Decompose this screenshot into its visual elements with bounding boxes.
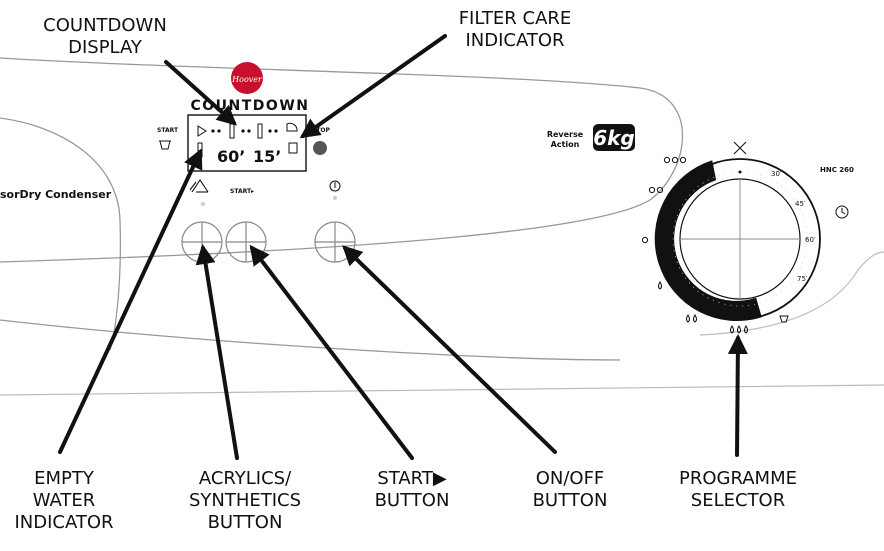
start-small-label: START — [157, 127, 179, 134]
stop-led — [313, 141, 327, 155]
dial-mark-30: 30′ — [771, 170, 782, 178]
display-time-60: 60’ — [217, 147, 245, 166]
panel-left-arc — [0, 117, 122, 351]
arrow-programme-selector — [727, 334, 748, 457]
label-countdown-display: COUNTDOWN DISPLAY — [43, 15, 167, 58]
arrow-filter-care — [299, 34, 447, 139]
panel-top-curve — [0, 57, 684, 263]
water-container-icon — [159, 140, 171, 150]
pointer-arrows — [58, 34, 748, 460]
hoover-logo: Hoover — [231, 62, 263, 94]
label-on-off-button: ON/OFF BUTTON — [532, 468, 608, 511]
power-icon — [329, 180, 341, 192]
model-code: HNC 260 — [820, 166, 854, 174]
dial-symbol-icons — [641, 141, 849, 334]
panel-bottom-line — [0, 384, 884, 396]
on-off-button-graphic — [314, 221, 356, 263]
dial-mark-75: 75′ — [797, 275, 808, 283]
acrylics-icon — [189, 179, 209, 193]
brand-text: Hoover — [231, 75, 263, 84]
programme-dial: 30′ 45′ 60′ 75′ — [654, 158, 821, 322]
label-programme-selector: PROGRAMME SELECTOR — [678, 468, 797, 511]
panel-bottom-curve — [0, 319, 621, 361]
label-acrylics-synthetics-button: ACRYLICS/ SYNTHETICS BUTTON — [188, 468, 302, 533]
start-button-panel-label: START▸ — [230, 188, 254, 195]
reverse-action-line2: Action — [551, 140, 580, 149]
filter-care-led — [286, 122, 298, 132]
capacity-badge — [593, 124, 635, 151]
start-triangle-icon — [197, 125, 207, 137]
acrylics-synthetics-button-graphic — [181, 221, 223, 263]
arrow-acrylics — [195, 244, 239, 460]
label-start-button: START▶ BUTTON — [374, 468, 450, 511]
label-filter-care-indicator: FILTER CARE INDICATOR — [458, 8, 572, 51]
capacity-text: 6kg — [593, 126, 635, 150]
model-name-partial: sorDry Condenser — [0, 188, 112, 201]
arrow-countdown-display — [164, 60, 237, 126]
reverse-action-line1: Reverse — [547, 130, 584, 139]
panel-right-curve — [699, 251, 884, 336]
dial-mark-60: 60′ — [805, 236, 816, 244]
arrow-start — [249, 244, 414, 460]
start-button-graphic — [225, 221, 267, 263]
countdown-display-box — [187, 114, 307, 172]
label-empty-water-indicator: EMPTY WATER INDICATOR — [14, 468, 114, 533]
display-time-15: 15’ — [253, 147, 281, 166]
arrow-empty-water — [58, 148, 203, 454]
dial-black-band — [654, 160, 762, 322]
dial-mark-45: 45′ — [795, 200, 806, 208]
arrow-on-off — [342, 245, 557, 454]
